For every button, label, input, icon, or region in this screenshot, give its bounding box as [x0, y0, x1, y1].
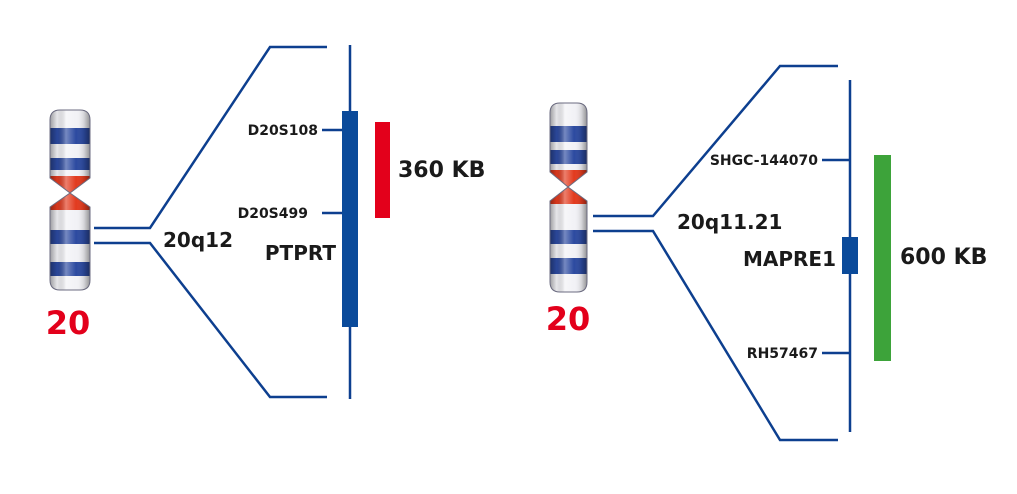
left-panel: 20 D20S108 D20S499 20q12 PTPRT 360 KB	[46, 45, 486, 399]
right-panel: 20 SHGC-144070 RH57467 20q11.21 MAPRE1 6…	[546, 66, 988, 440]
gene-label: PTPRT	[265, 241, 336, 265]
band-label: 20q12	[163, 228, 233, 252]
region-size-bar	[874, 155, 891, 361]
band-label: 20q11.21	[677, 210, 782, 234]
marker-label: D20S108	[248, 123, 318, 139]
chromosome-ideogram-left	[50, 108, 90, 293]
zoom-line-upper	[593, 66, 838, 216]
chromosome-number-label: 20	[546, 300, 591, 338]
region-size-bar	[375, 122, 390, 218]
zoom-lines	[94, 45, 350, 399]
chromosome-number-label: 20	[46, 304, 91, 342]
gene-label: MAPRE1	[743, 247, 836, 271]
region-size-label: 600 KB	[900, 245, 987, 270]
zoom-line-lower	[94, 243, 327, 397]
chromosome-shading	[50, 108, 90, 293]
region-size-label: 360 KB	[398, 158, 485, 183]
marker-label: RH57467	[747, 346, 818, 362]
marker-label: SHGC-144070	[710, 153, 818, 169]
marker-label: D20S499	[238, 206, 308, 222]
gene-bar	[342, 111, 358, 327]
gene-bar	[842, 237, 858, 274]
